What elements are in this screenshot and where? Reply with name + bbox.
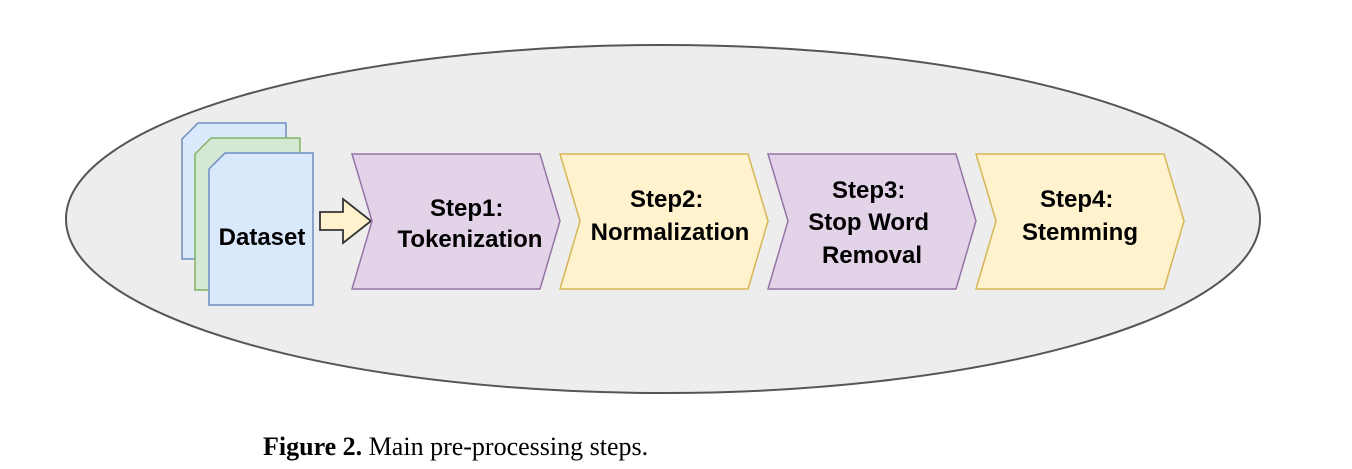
step-4-shape [974,153,1185,290]
dataset-label: Dataset [219,224,306,251]
step-4-label: Step4: Stemming [1022,186,1138,246]
dataset-arrow [319,197,373,245]
step-2-line-2: Normalization [591,219,750,246]
figure-caption-text: Main pre-processing steps. [368,432,649,461]
step-2-label: Step2: Normalization [591,186,750,246]
step-4-chevron: Step4: Stemming [974,153,1185,290]
step-3-chevron: Step3: Stop Word Removal [766,153,977,290]
dataset-doc-front [208,152,314,306]
step-2-line-1: Step2: [630,186,703,213]
dataset-stack: Dataset [181,122,314,306]
step-3-shape [766,153,977,290]
figure-caption: Figure 2. Main pre-processing steps. [263,432,648,462]
step-3-line-2: Stop Word [808,209,929,236]
step-4-line-1: Step4: [1040,186,1113,213]
step-2-shape [558,153,769,290]
step-2-chevron: Step2: Normalization [558,153,769,290]
step-1-line-1: Step1: [430,195,503,222]
step-1-line-2: Tokenization [398,226,543,253]
step-3-line-3: Removal [822,242,922,269]
step-4-line-2: Stemming [1022,219,1138,246]
preprocessing-diagram: Dataset Step1: Tokenization Step2: Norma… [65,44,1261,394]
step-1-label: Step1: Tokenization [398,195,543,253]
step-1-shape [350,153,561,290]
step-3-label: Step3: Stop Word Removal [808,177,936,269]
step-3-line-1: Step3: [832,177,905,204]
figure-caption-label: Figure 2. [263,432,363,461]
step-1-chevron: Step1: Tokenization [350,153,561,290]
